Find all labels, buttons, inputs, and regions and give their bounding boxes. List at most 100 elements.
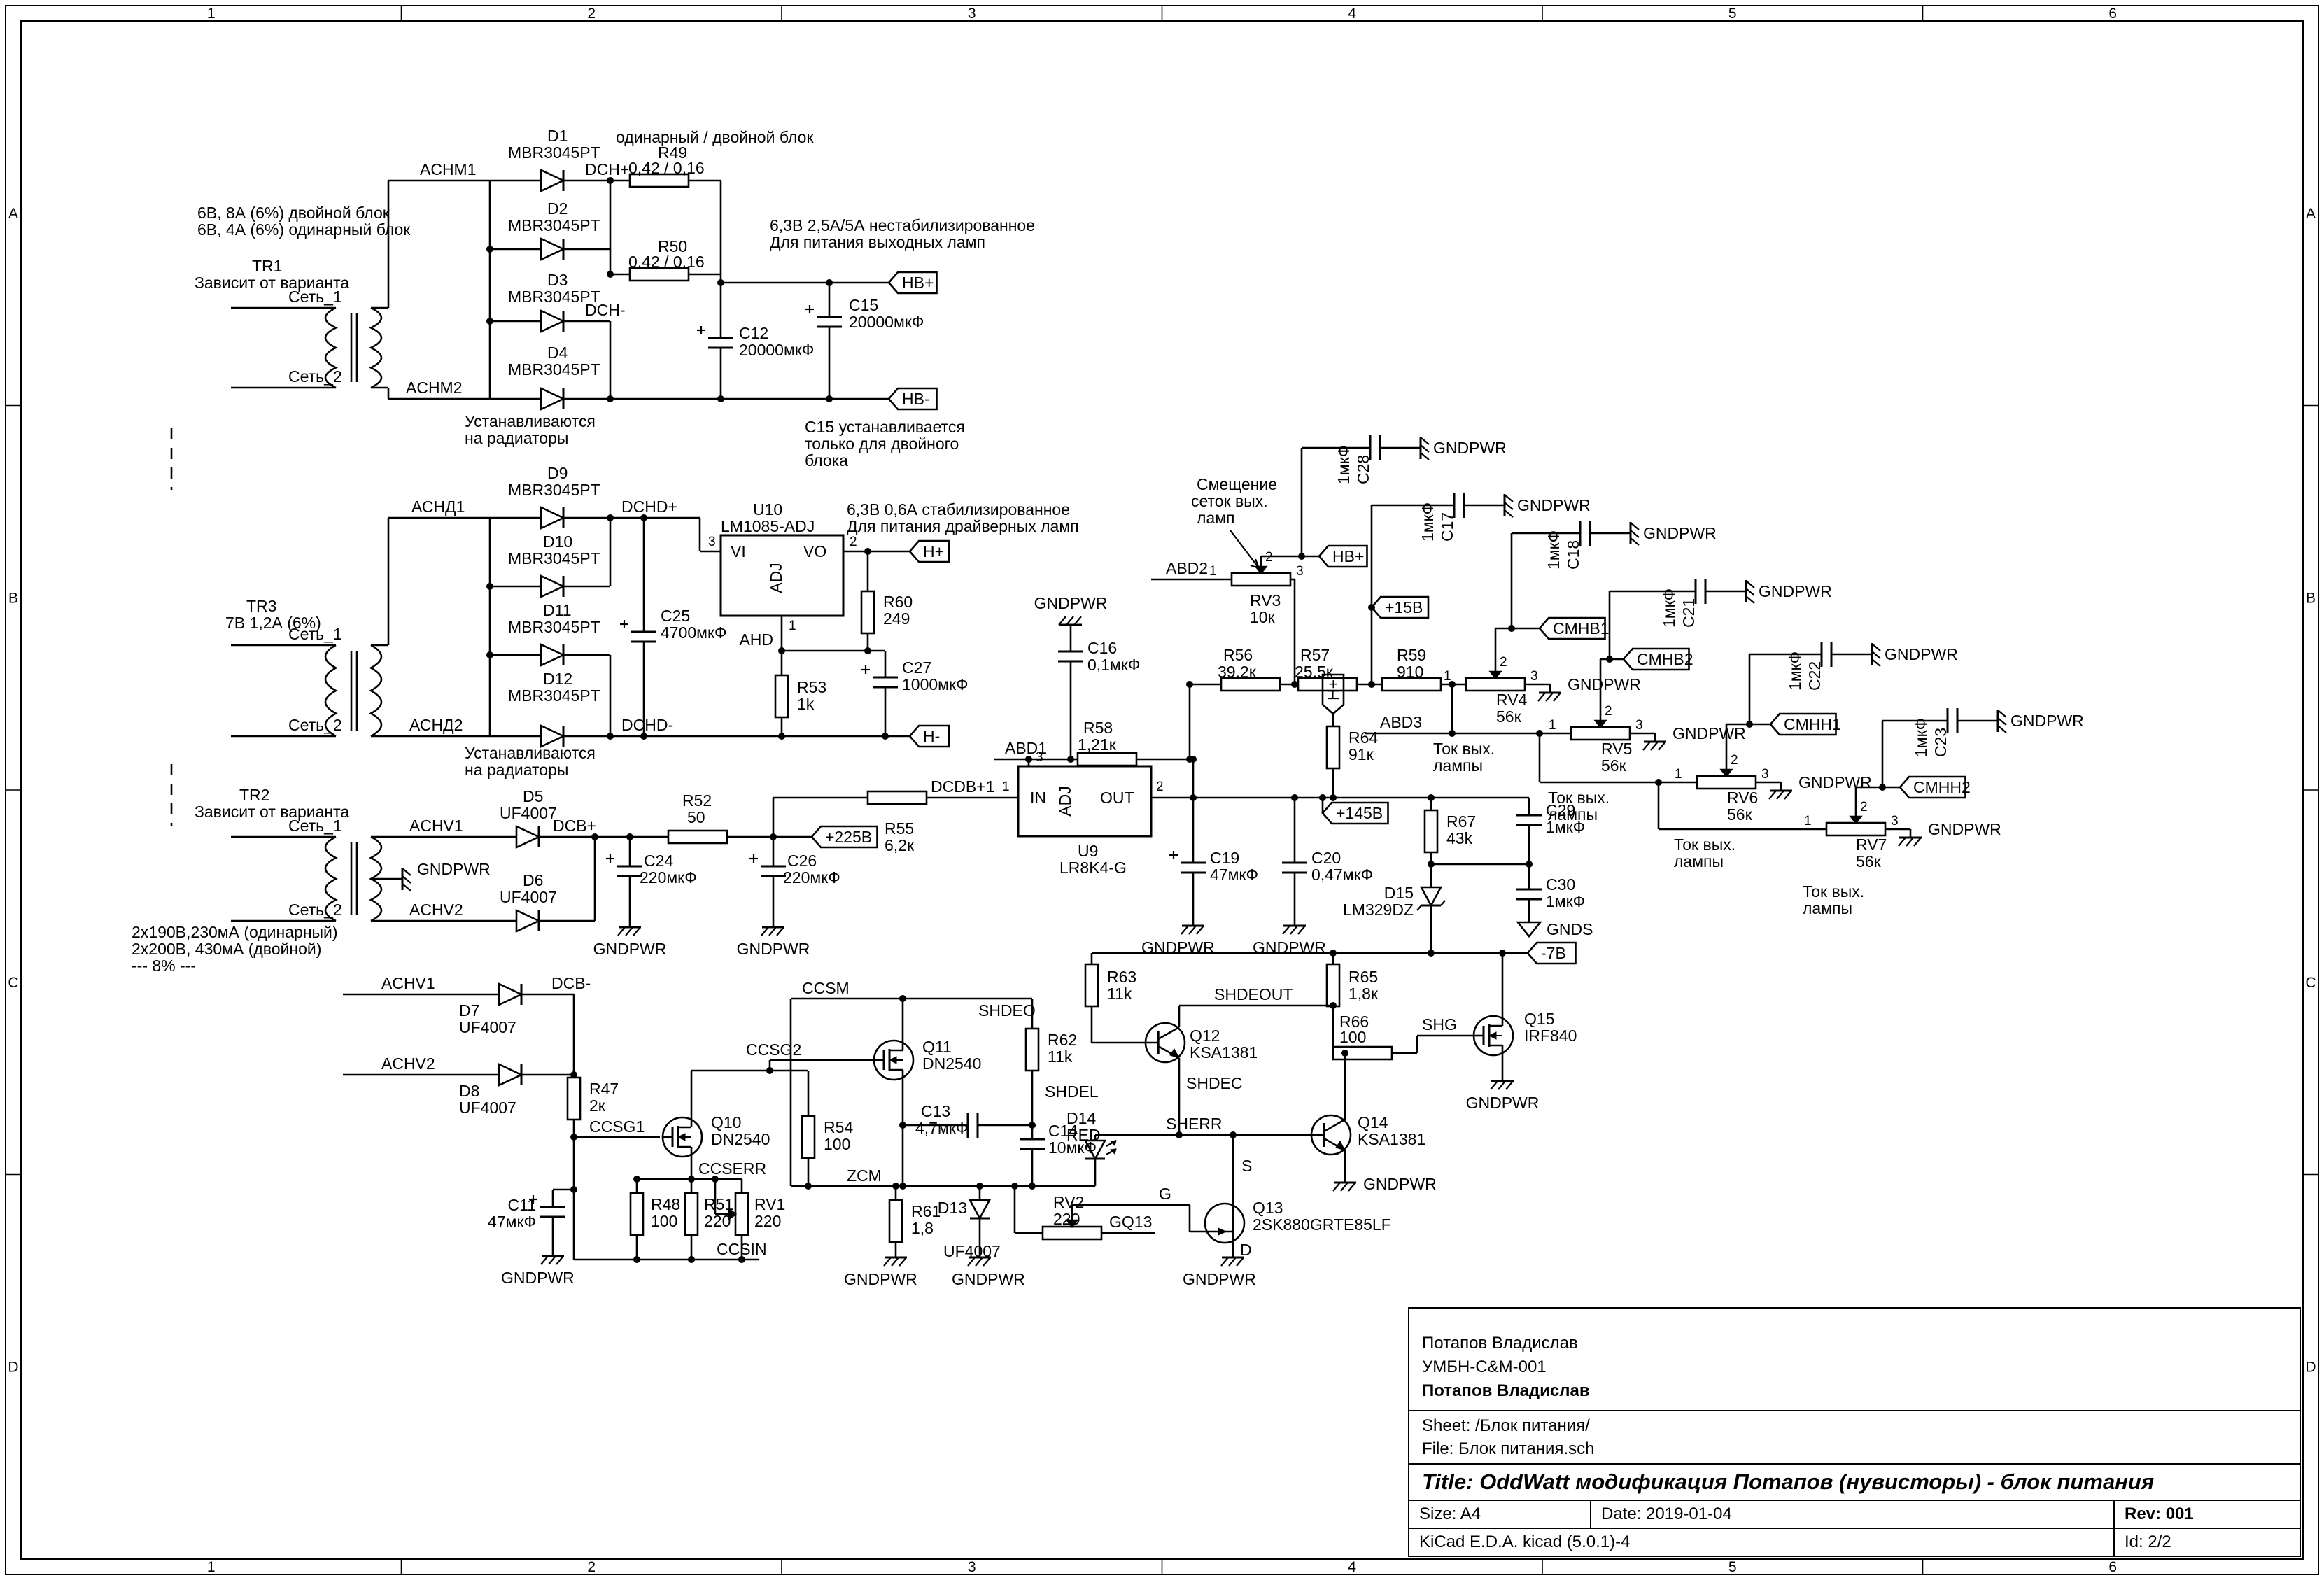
ground-symbol xyxy=(1997,710,2007,718)
schematic-text: 39,2к xyxy=(1218,663,1257,681)
schematic-text: 220 xyxy=(754,1212,781,1230)
power-flag xyxy=(1370,595,1430,619)
schematic-text: D1 xyxy=(547,127,568,145)
diode xyxy=(540,574,566,599)
sheet-path: Sheet: /Блок питания/ xyxy=(1422,1416,1590,1435)
schematic-text: DCH- xyxy=(585,301,626,319)
schematic-text: только для двойного xyxy=(805,435,959,453)
schematic-text: 100 xyxy=(651,1212,677,1230)
ground-symbol xyxy=(899,1257,907,1267)
schematic-text: 56к xyxy=(1856,852,1882,870)
schematic-text: R53 xyxy=(797,678,826,696)
schematic-text: R65 xyxy=(1348,968,1378,986)
file-name: File: Блок питания.sch xyxy=(1422,1439,1595,1458)
schematic-text: R47 xyxy=(589,1080,619,1098)
schematic-text: 1мкФ xyxy=(1546,818,1585,836)
transistor-jfet xyxy=(1204,1202,1246,1244)
ground-symbol xyxy=(1642,741,1651,751)
schematic-text: R67 xyxy=(1446,812,1476,831)
schematic-text: 1,8к xyxy=(1348,985,1379,1003)
schematic-text: RV5 xyxy=(1601,740,1632,758)
junction-dot xyxy=(1536,730,1543,737)
schematic-text: ABD3 xyxy=(1380,713,1422,731)
ground-symbol xyxy=(1332,1182,1341,1192)
schematic-text: GNDPWR xyxy=(1466,1094,1540,1112)
schematic-text: 0,1мкФ xyxy=(1087,656,1140,674)
schematic-text: CCSG2 xyxy=(746,1041,801,1059)
diode xyxy=(498,982,524,1007)
schematic-text: RV6 xyxy=(1727,789,1758,807)
schematic-text: 220 xyxy=(1053,1210,1080,1228)
ground-symbol xyxy=(1768,790,1777,800)
potentiometer xyxy=(1041,1225,1103,1241)
transformer-winding xyxy=(324,644,338,738)
schematic-text: 6В, 4А (6%) одинарный блок xyxy=(197,220,411,239)
junction-dot xyxy=(1067,756,1074,763)
ground-symbol xyxy=(1630,537,1640,546)
schematic-text: R64 xyxy=(1348,728,1378,747)
schematic-text: TR1 xyxy=(252,257,282,275)
schematic-text: UF4007 xyxy=(500,804,557,822)
schematic-text: C11 xyxy=(508,1196,537,1214)
ground-symbol xyxy=(1340,1182,1348,1192)
schematic-text: CMHH2 xyxy=(1913,778,1971,796)
schematic-text: LM1085-ADJ xyxy=(721,517,815,535)
sheet-rev: Rev: 001 xyxy=(2113,1501,2300,1528)
schematic-text: B xyxy=(8,590,18,606)
schematic-text: D4 xyxy=(547,344,568,362)
schematic-text: лампы xyxy=(1674,852,1724,870)
potentiometer xyxy=(734,1192,749,1236)
schematic-text: 1,21к xyxy=(1078,735,1117,754)
schematic-text: D xyxy=(2305,1359,2316,1375)
junction-dot xyxy=(778,647,785,654)
schematic-text: 7В 1,2А (6%) xyxy=(225,614,321,632)
title-block-comments: Потапов Владислав УМБН-С&М-001 Потапов В… xyxy=(1409,1309,2300,1410)
schematic-text: ACHV2 xyxy=(381,1054,435,1073)
schematic-text: C16 xyxy=(1087,639,1117,657)
diode xyxy=(498,1062,524,1087)
ground-symbol xyxy=(1784,790,1792,800)
schematic-text: C27 xyxy=(902,658,931,677)
schematic-text: 1000мкФ xyxy=(902,675,969,693)
sheet-date: Date: 2019-01-04 xyxy=(1590,1501,2113,1528)
schematic-text: C28 xyxy=(1354,455,1372,484)
schematic-text: CCSM xyxy=(802,979,850,997)
schematic-text: H+ xyxy=(923,542,944,560)
schematic-text: SHDEL xyxy=(1045,1082,1099,1101)
schematic-text: --- 8% --- xyxy=(132,957,196,975)
resistor xyxy=(1325,963,1341,1008)
schematic-text: GNDPWR xyxy=(1928,820,2001,838)
schematic-text: HB+ xyxy=(1332,547,1364,565)
schematic-text: D xyxy=(8,1359,18,1375)
schematic-text: HB+ xyxy=(902,274,934,292)
pot-wiper xyxy=(1593,719,1607,729)
ground-symbol xyxy=(1490,1080,1498,1090)
junction-dot xyxy=(1499,950,1506,957)
schematic-text: 20000мкФ xyxy=(739,341,814,359)
schematic-text: GNDPWR xyxy=(1672,724,1746,742)
junction-dot xyxy=(688,1176,695,1183)
schematic-text: 50 xyxy=(687,808,705,826)
schematic-text: C30 xyxy=(1546,875,1575,894)
schematic-text: 249 xyxy=(883,609,910,628)
schematic-text: Устанавливаются xyxy=(465,412,596,430)
diode xyxy=(540,168,566,193)
schematic-text: 3 xyxy=(968,6,976,22)
tool-name: KiCad E.D.A. kicad (5.0.1)-4 xyxy=(1419,1532,1631,1551)
schematic-text: RV4 xyxy=(1496,691,1528,709)
resistor xyxy=(1332,1045,1393,1061)
schematic-text: D6 xyxy=(523,871,543,889)
power-flag xyxy=(1321,801,1389,825)
schematic-text: UF4007 xyxy=(459,1099,516,1117)
junction-dot xyxy=(826,279,833,286)
diode xyxy=(540,386,566,411)
schematic-text: R60 xyxy=(883,593,913,611)
schematic-text: 47мкФ xyxy=(488,1213,536,1231)
schematic-text: D3 xyxy=(547,271,568,289)
diode xyxy=(540,642,566,668)
schematic-text: RV1 xyxy=(754,1195,785,1213)
schematic-text: 1,8 xyxy=(911,1219,934,1237)
schematic-text: C12 xyxy=(739,324,768,342)
junction-dot xyxy=(1449,681,1456,688)
